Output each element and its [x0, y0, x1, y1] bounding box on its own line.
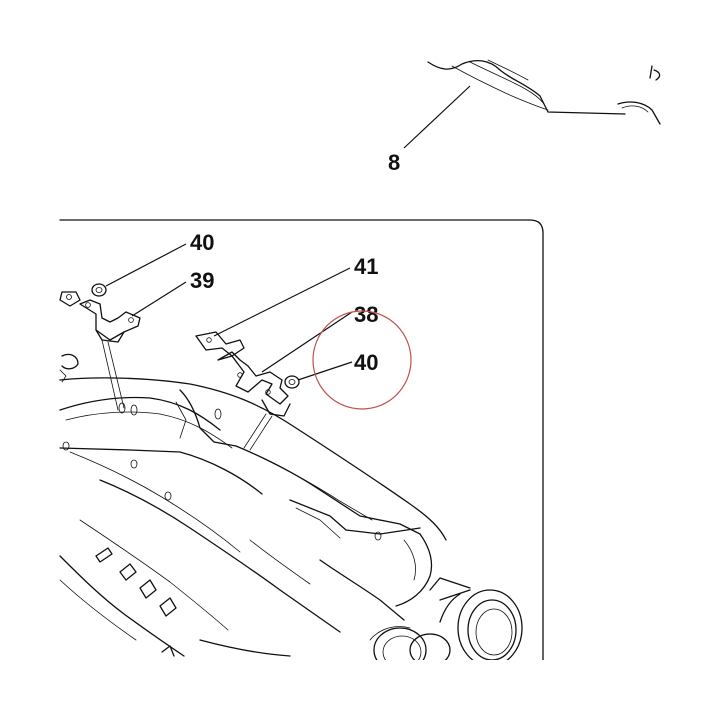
callout-39: 39 [190, 268, 214, 293]
callout-38: 38 [354, 302, 378, 327]
highlight-circle [312, 310, 412, 410]
callout-40-top: 40 [190, 230, 214, 255]
leader-39 [131, 281, 187, 317]
studs [101, 339, 273, 451]
nut-40-top [91, 283, 107, 297]
housing-slots [95, 547, 177, 657]
bracket-39 [79, 299, 141, 343]
callout-41: 41 [354, 254, 378, 279]
leader-8 [403, 85, 471, 149]
part-8-shield [427, 59, 661, 125]
nut-40-right [284, 375, 300, 389]
bracket-41 [195, 331, 291, 417]
leader-38 [261, 311, 353, 373]
leader-40-top [105, 243, 187, 287]
housing-bolts [62, 402, 382, 541]
leader-40-right [297, 361, 353, 381]
callout-40-right: 40 [354, 350, 378, 375]
left-clip [59, 291, 81, 383]
main-housing [59, 377, 447, 657]
inset-frame [59, 219, 544, 661]
outlet-pipes [369, 577, 523, 673]
callout-8: 8 [388, 150, 400, 175]
leader-41 [213, 267, 351, 337]
